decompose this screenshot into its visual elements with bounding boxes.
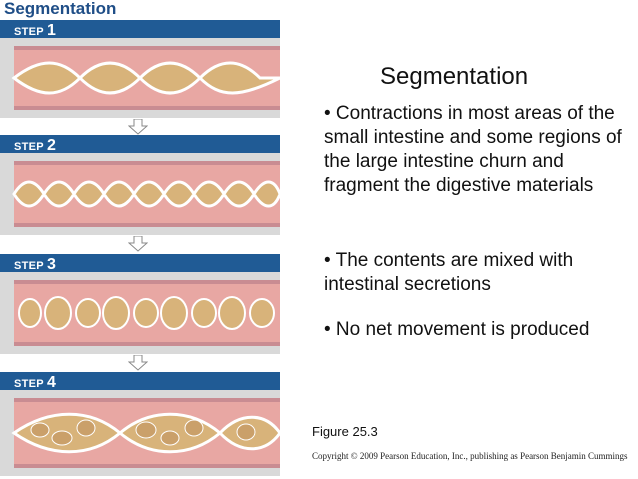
step-2-panel — [0, 153, 280, 235]
figure-caption: Figure 25.3 — [312, 424, 378, 439]
step-arrow-2 — [128, 236, 148, 252]
step-3-panel — [0, 272, 280, 354]
figure-title: Segmentation — [4, 0, 117, 18]
step-arrow-3 — [128, 355, 148, 371]
step-arrow-1 — [128, 119, 148, 135]
bullet-1: • Contractions in most areas of the smal… — [324, 103, 622, 196]
step-1-panel — [0, 38, 280, 118]
bullet-3: • No net movement is produced — [324, 319, 590, 340]
copyright-notice: Copyright © 2009 Pearson Education, Inc.… — [312, 451, 628, 461]
step-2-intestine-diagram — [12, 161, 280, 227]
step-4-intestine-diagram — [11, 398, 280, 468]
step-1-intestine-diagram — [11, 46, 280, 110]
step-3-intestine-diagram — [14, 280, 280, 346]
slide-title: Segmentation — [380, 63, 529, 90]
bullet-2: • The contents are mixed with intestinal… — [324, 250, 574, 295]
step-4-panel — [0, 390, 280, 476]
